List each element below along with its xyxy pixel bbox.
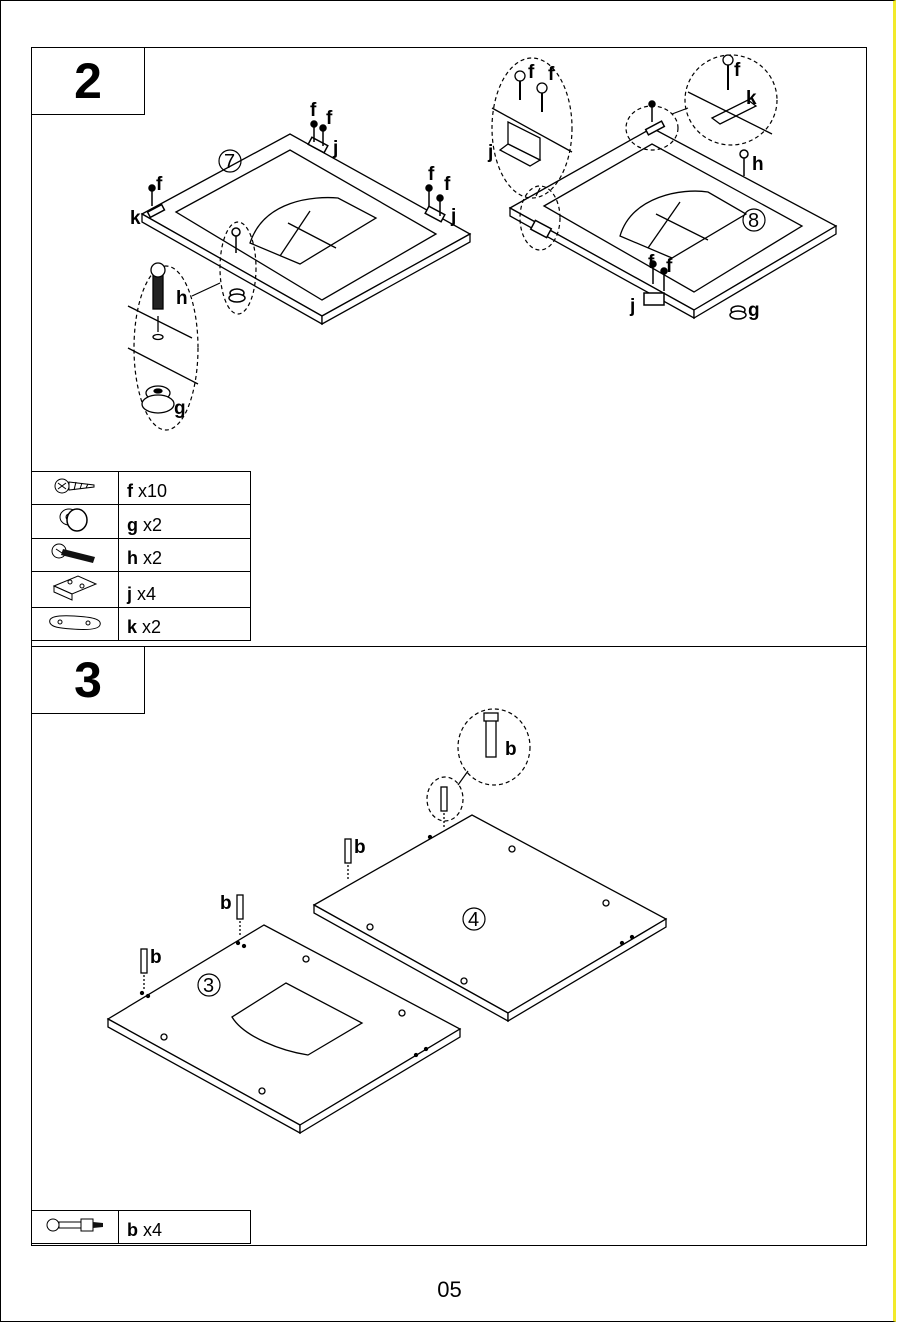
label-g: g bbox=[748, 300, 760, 321]
parts-row-f: f x10 bbox=[32, 472, 251, 505]
part-letter: f bbox=[127, 481, 133, 501]
panel-8-drawing bbox=[510, 128, 836, 318]
parts-row-j: j x4 bbox=[32, 572, 251, 608]
label-b: b bbox=[150, 947, 162, 968]
label-h: h bbox=[176, 288, 188, 309]
flat-plate-icon bbox=[44, 611, 106, 633]
part-qty: x2 bbox=[143, 515, 162, 535]
part-qty: x2 bbox=[143, 548, 162, 568]
step-3-illustration: b b b b 3 4 bbox=[32, 647, 868, 1247]
label-f: f bbox=[326, 108, 333, 129]
label-f: f bbox=[666, 256, 673, 277]
label-f: f bbox=[648, 252, 655, 273]
label-b: b bbox=[505, 739, 517, 760]
screw-icon bbox=[50, 474, 100, 498]
panel-8-number: 8 bbox=[748, 210, 759, 232]
part-qty: x2 bbox=[142, 617, 161, 637]
part-qty: x4 bbox=[143, 1220, 162, 1240]
panel-7-number: 7 bbox=[224, 151, 235, 173]
panel-3-number: 3 bbox=[203, 975, 214, 997]
parts-row-h: h x2 bbox=[32, 539, 251, 572]
label-f: f bbox=[310, 100, 317, 121]
label-f: f bbox=[444, 174, 451, 195]
label-k: k bbox=[746, 88, 757, 109]
label-j: j bbox=[332, 138, 338, 159]
glide-foot-icon bbox=[55, 505, 95, 533]
cam-bolt-icon bbox=[43, 1214, 107, 1236]
detail-k-plate bbox=[688, 55, 772, 134]
step-3-parts-table: b x4 bbox=[31, 1210, 251, 1244]
part-qty: x4 bbox=[137, 584, 156, 604]
page-number: 05 bbox=[0, 1277, 899, 1303]
panel-4-number: 4 bbox=[468, 909, 479, 931]
label-f: f bbox=[428, 164, 435, 185]
bolt-icon bbox=[49, 541, 101, 565]
part-letter: j bbox=[127, 584, 132, 604]
part-letter: k bbox=[127, 617, 137, 637]
step-2-parts-table: f x10 g x2 h x2 j x4 k x2 bbox=[31, 471, 251, 641]
label-f: f bbox=[156, 174, 163, 195]
parts-row-b: b x4 bbox=[32, 1211, 251, 1244]
label-b: b bbox=[220, 893, 232, 914]
detail-j-bracket bbox=[492, 71, 572, 166]
label-h: h bbox=[752, 154, 764, 175]
label-k: k bbox=[130, 208, 141, 229]
part-letter: g bbox=[127, 515, 138, 535]
parts-row-g: g x2 bbox=[32, 505, 251, 539]
step-3-panel: 3 bbox=[31, 646, 867, 1246]
label-f: f bbox=[528, 62, 535, 83]
label-g: g bbox=[174, 398, 186, 419]
part-letter: b bbox=[127, 1220, 138, 1240]
label-f: f bbox=[548, 64, 555, 85]
detail-h-g-drawing bbox=[128, 263, 198, 413]
label-j: j bbox=[450, 206, 456, 227]
parts-row-k: k x2 bbox=[32, 608, 251, 641]
bracket-icon bbox=[48, 572, 102, 602]
part-letter: h bbox=[127, 548, 138, 568]
label-j: j bbox=[629, 296, 635, 317]
part-qty: x10 bbox=[138, 481, 167, 501]
label-j: j bbox=[487, 142, 493, 163]
label-b: b bbox=[354, 837, 366, 858]
step-2-panel: 2 bbox=[31, 47, 867, 647]
label-f: f bbox=[734, 60, 741, 81]
